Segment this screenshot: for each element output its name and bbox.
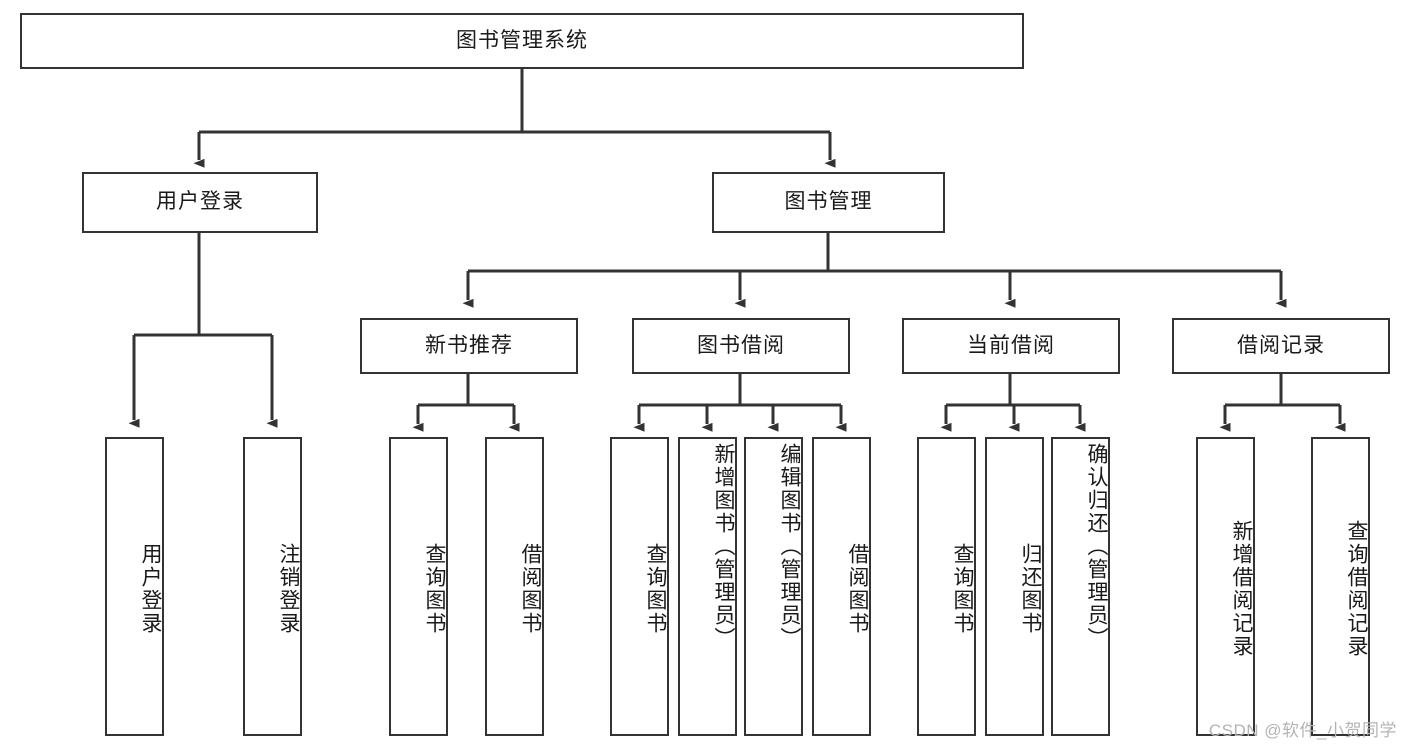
leaf-add-borrow-record-label: 新增借阅记录 [1230, 519, 1253, 658]
leaf-borrow-query-book[interactable]: 查询图书 [610, 437, 669, 736]
leaf-add-book-admin-label: 新增图书（管理员） [712, 443, 735, 650]
node-root-system[interactable]: 图书管理系统 [20, 13, 1024, 69]
node-borrowing-records-label: 借阅记录 [1237, 333, 1325, 357]
leaf-borrow-book-label: 借阅图书 [846, 542, 869, 635]
node-book-borrowing-label: 图书借阅 [697, 333, 785, 357]
leaf-return-book[interactable]: 归还图书 [985, 437, 1044, 736]
node-current-borrowing[interactable]: 当前借阅 [902, 318, 1120, 374]
leaf-edit-book-admin-label: 编辑图书（管理员） [778, 443, 801, 650]
leaf-borrow-book[interactable]: 借阅图书 [812, 437, 871, 736]
node-book-management-label: 图书管理 [784, 190, 873, 214]
leaf-user-login-label: 用户登录 [139, 542, 162, 635]
leaf-return-book-label: 归还图书 [1019, 542, 1042, 635]
leaf-newbook-borrow-book[interactable]: 借阅图书 [485, 437, 544, 736]
node-current-borrowing-label: 当前借阅 [967, 333, 1055, 357]
leaf-logout-label: 注销登录 [277, 542, 300, 635]
leaf-query-borrow-record[interactable]: 查询借阅记录 [1311, 437, 1370, 736]
node-root-system-label: 图书管理系统 [456, 28, 588, 52]
node-new-book-recommendation[interactable]: 新书推荐 [360, 318, 578, 374]
node-book-borrowing[interactable]: 图书借阅 [632, 318, 850, 374]
node-borrowing-records[interactable]: 借阅记录 [1172, 318, 1390, 374]
leaf-newbook-query-book-label: 查询图书 [423, 542, 446, 635]
leaf-newbook-borrow-book-label: 借阅图书 [519, 542, 542, 635]
leaf-confirm-return-admin-label: 确认归还（管理员） [1085, 443, 1108, 650]
node-book-management[interactable]: 图书管理 [712, 172, 945, 233]
leaf-add-book-admin[interactable]: 新增图书（管理员） [678, 437, 737, 736]
leaf-confirm-return-admin[interactable]: 确认归还（管理员） [1051, 437, 1110, 736]
leaf-user-login[interactable]: 用户登录 [105, 437, 164, 736]
leaf-current-query-book[interactable]: 查询图书 [917, 437, 976, 736]
node-new-book-recommendation-label: 新书推荐 [425, 333, 513, 357]
leaf-add-borrow-record[interactable]: 新增借阅记录 [1196, 437, 1255, 736]
leaf-query-borrow-record-label: 查询借阅记录 [1345, 519, 1368, 658]
leaf-current-query-book-label: 查询图书 [951, 542, 974, 635]
leaf-borrow-query-book-label: 查询图书 [644, 542, 667, 635]
csdn-watermark: CSDN @软件_小贺同学 [1208, 721, 1397, 740]
leaf-edit-book-admin[interactable]: 编辑图书（管理员） [744, 437, 803, 736]
leaf-logout[interactable]: 注销登录 [243, 437, 302, 736]
node-user-login-label: 用户登录 [156, 190, 244, 214]
leaf-newbook-query-book[interactable]: 查询图书 [389, 437, 448, 736]
node-user-login[interactable]: 用户登录 [82, 172, 318, 233]
